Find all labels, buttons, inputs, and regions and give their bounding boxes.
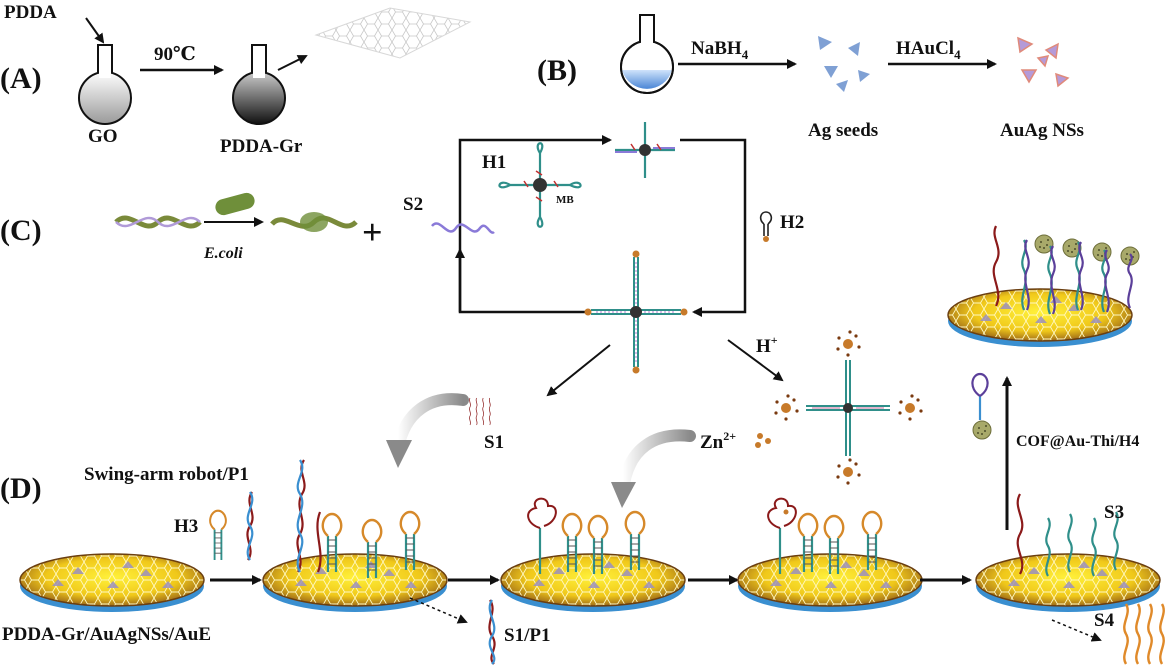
- acid-released-cross: [774, 330, 923, 485]
- s1-strands-icon: [469, 397, 491, 426]
- panel-a-label: (A): [0, 62, 42, 95]
- s1-feed-arrowhead: [386, 440, 412, 468]
- temp-label: 90℃: [154, 44, 196, 65]
- s3-label: S3: [1104, 502, 1124, 523]
- pdda-arrow: [85, 17, 105, 44]
- pdda-gr-label: PDDA-Gr: [220, 136, 303, 157]
- haucl4-label: HAuCl4: [896, 38, 961, 62]
- s1p1-label: S1/P1: [504, 625, 550, 646]
- electrode-step2: [262, 553, 448, 613]
- cycle-left-arrow: [455, 248, 590, 314]
- electrode-label: PDDA-Gr/AuAgNSs/AuE: [2, 624, 211, 645]
- h2-hairpin-icon: [759, 211, 773, 243]
- swing-arm-robot-icon: [246, 491, 254, 561]
- s1-feed-arrow: [392, 393, 469, 454]
- auag-nss-label: AuAg NSs: [1000, 120, 1084, 141]
- h1-four-arm-probe: [498, 142, 582, 228]
- cof-label: COF@Au-Thi/H4: [1016, 433, 1139, 450]
- electrode-bare: [19, 553, 205, 613]
- zn-feed-arrowhead: [611, 482, 636, 508]
- h1-label: H1: [482, 152, 506, 173]
- s1p1-release-arrow: [409, 597, 468, 624]
- panel-b-label: (B): [537, 54, 577, 87]
- acid-arrow: [727, 339, 784, 382]
- step2-probes: [296, 459, 421, 580]
- mb-label: MB: [556, 194, 574, 206]
- electrode-final: [947, 288, 1133, 348]
- dna-cross-nanostructure: [583, 249, 689, 375]
- zn-label: Zn2+: [700, 429, 736, 453]
- h2-label: H2: [780, 212, 804, 233]
- s1-release-arrow: [546, 344, 611, 397]
- final-probes: [992, 225, 1140, 315]
- graphene-arrow: [277, 55, 308, 71]
- h3-hairpin-icon: [209, 509, 227, 562]
- auag-nss-icon: [1017, 36, 1070, 88]
- s4-strands-icon: [1123, 603, 1165, 665]
- plus-sign: +: [362, 212, 383, 252]
- panel-c-label: (C): [0, 214, 42, 247]
- h-plus-label: H+: [756, 333, 778, 357]
- s1-label: S1: [484, 432, 504, 453]
- go-flask: [78, 44, 132, 125]
- ecoli-label: E.coli: [203, 245, 243, 262]
- pdda-label: PDDA: [4, 2, 57, 23]
- go-label: GO: [88, 126, 118, 147]
- cof-h4-probe-icon: [971, 372, 992, 440]
- s1p1-duplex-icon: [488, 599, 496, 665]
- s3-strands: [1016, 493, 1119, 577]
- s2-strand: [431, 222, 495, 234]
- panel-d-label: (D): [0, 472, 42, 505]
- ag-seeds-icon: [818, 36, 870, 92]
- ag-flask: [620, 14, 674, 94]
- graphene-sheet-icon: [314, 7, 472, 59]
- aptamer-ecoli-complex-icon: [270, 212, 358, 232]
- step4-probes: [767, 497, 883, 576]
- s2-label: S2: [403, 194, 423, 215]
- zn-feed-arrow: [617, 429, 696, 496]
- h3-label: H3: [174, 516, 198, 537]
- s4-label: S4: [1094, 610, 1115, 631]
- ecoli-cell-icon: [215, 192, 255, 216]
- ag-seeds-label: Ag seeds: [808, 120, 878, 141]
- pdda-gr-flask: [232, 44, 286, 125]
- zn-ions-icon: [755, 433, 771, 448]
- intermediate-complex: [615, 122, 675, 178]
- aptamer-duplex-icon: [114, 215, 202, 229]
- swing-arm-robot-label: Swing-arm robot/P1: [84, 464, 249, 485]
- s4-release-arrow: [1051, 619, 1102, 642]
- cycle-right-arrow: [680, 138, 747, 317]
- nabh4-label: NaBH4: [691, 38, 749, 62]
- step3-probes: [527, 497, 646, 576]
